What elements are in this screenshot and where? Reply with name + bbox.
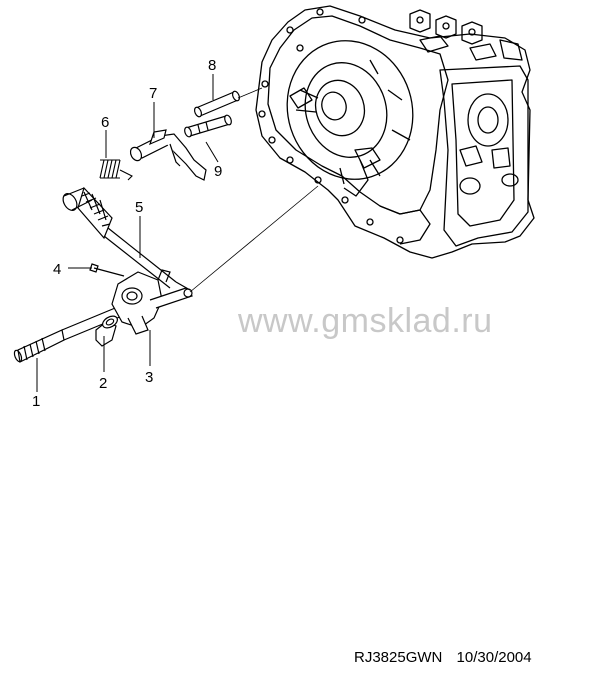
callout-5: 5 — [135, 199, 143, 216]
callout-4: 4 — [53, 261, 61, 278]
part-8-rod — [193, 90, 241, 118]
part-6-spring — [99, 159, 133, 181]
callout-9: 9 — [214, 163, 222, 180]
part-5-shift-rod — [62, 186, 191, 291]
footer-caption: RJ3825GWN 10/30/2004 — [354, 649, 532, 666]
part-3-shift-lever — [111, 269, 193, 335]
callout-leaders — [36, 74, 219, 392]
callout-6: 6 — [101, 114, 109, 131]
diagram-date: 10/30/2004 — [456, 649, 532, 666]
callout-7: 7 — [149, 85, 157, 102]
transmission-housing — [255, 5, 535, 259]
part-2-plug — [95, 315, 118, 347]
assembly-guide-lines — [189, 87, 319, 293]
callout-8: 8 — [208, 57, 216, 74]
diagram-code: RJ3825GWN — [354, 649, 443, 666]
callout-1: 1 — [32, 393, 40, 410]
callout-3: 3 — [145, 369, 153, 386]
part-9-pin-shaft — [184, 114, 232, 138]
watermark: www.gmsklad.ru — [238, 302, 493, 340]
callout-2: 2 — [99, 375, 107, 392]
part-4-bolt — [89, 263, 125, 277]
part-7-shift-fork — [129, 129, 207, 181]
